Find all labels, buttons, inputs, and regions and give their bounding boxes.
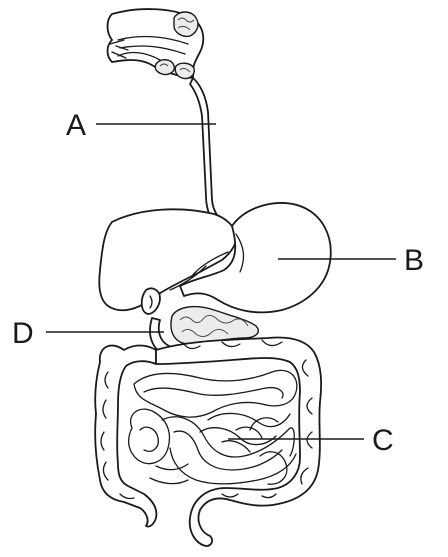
label-c: C xyxy=(372,424,394,457)
liver xyxy=(98,208,238,312)
small-intestine xyxy=(127,369,298,485)
gallbladder xyxy=(140,287,161,315)
pancreas xyxy=(170,305,260,345)
large-intestine xyxy=(94,336,322,547)
salivary-glands xyxy=(154,11,199,80)
stomach xyxy=(179,202,332,314)
label-b: B xyxy=(404,244,424,277)
label-d: D xyxy=(12,317,34,350)
label-a: A xyxy=(66,109,86,142)
